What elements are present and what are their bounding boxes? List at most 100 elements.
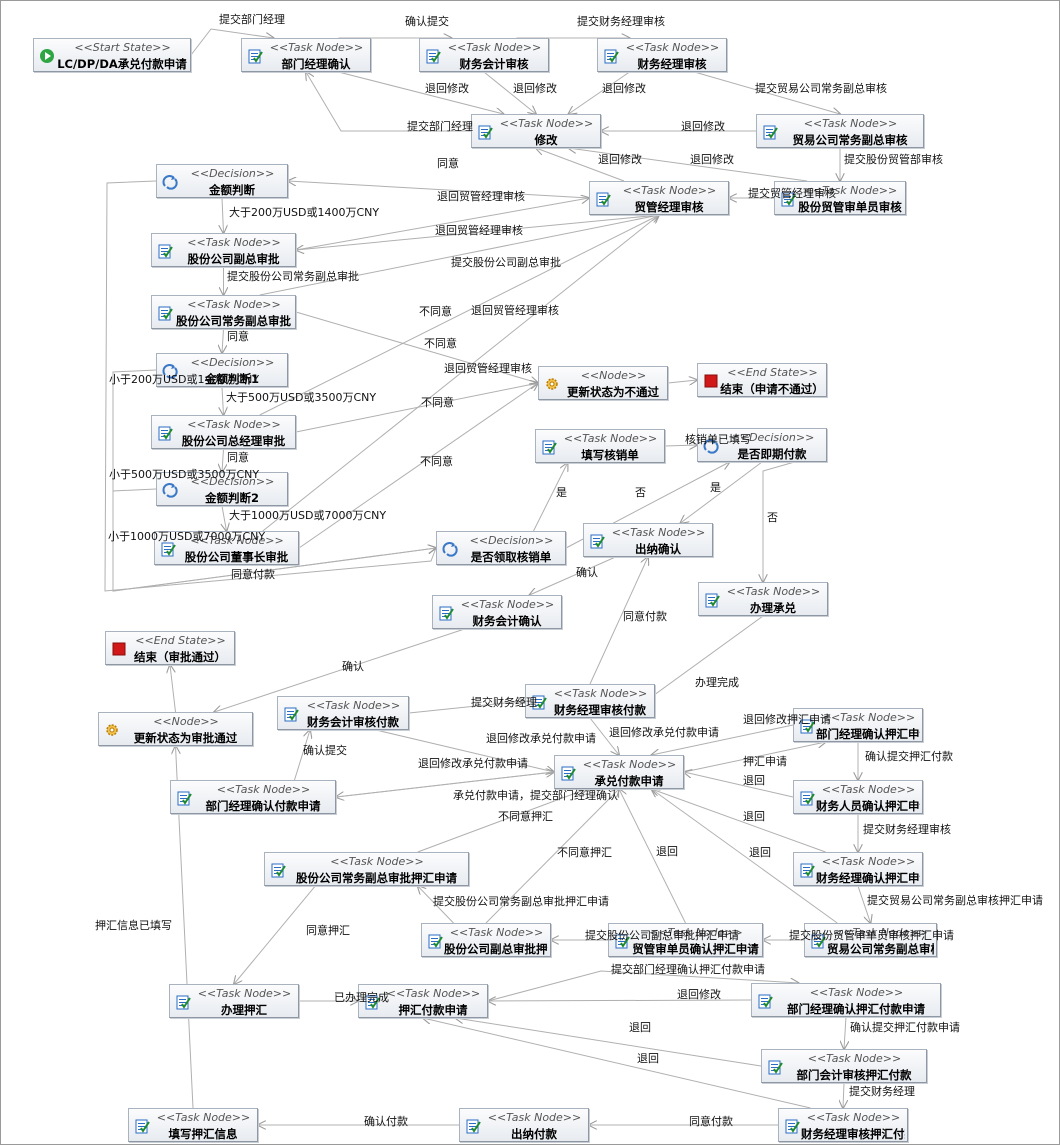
task-node-dept-confirm[interactable]: <<Task Node>>部门经理确认	[241, 38, 371, 72]
task-node-fin-acct-pay-review[interactable]: <<Task Node>>财务会计审核付款	[277, 696, 409, 730]
transition-edge[interactable]	[619, 789, 686, 924]
transition-edge[interactable]	[694, 71, 841, 114]
transition-edge[interactable]	[338, 71, 504, 114]
transition-edge[interactable]	[408, 701, 525, 714]
task-node-accept-pay-apply[interactable]: <<Task Node>>承兑付款申请	[554, 755, 684, 789]
transition-edge[interactable]	[222, 197, 224, 233]
task-node-cashier-confirm[interactable]: <<Task Node>>出纳确认	[583, 523, 713, 557]
transition-edge[interactable]	[222, 386, 224, 415]
task-node-fin-acct-confirm[interactable]: <<Task Node>>财务会计确认	[432, 595, 562, 629]
transition-edge[interactable]	[485, 789, 619, 924]
transition-edge[interactable]	[589, 557, 648, 685]
task-node-fin-mgr-confirm-nego[interactable]: <<Task Node>>财务经理确认押汇申请	[793, 852, 923, 886]
transition-edge[interactable]	[262, 215, 659, 532]
transition-edge[interactable]	[652, 724, 794, 755]
node-node-update-reject[interactable]: <<Node>>更新状态为不通过	[538, 366, 668, 400]
transition-edge[interactable]	[296, 214, 660, 250]
task-node-cashier-pay[interactable]: <<Task Node>>出纳付款	[459, 1108, 589, 1142]
end-node-end-approved[interactable]: <<End State>>结束（审批通过）	[105, 631, 235, 665]
transition-edge[interactable]	[423, 1018, 811, 1109]
transition-edge[interactable]	[375, 729, 554, 772]
transition-edge[interactable]	[417, 789, 587, 853]
task-node-fin-staff-confirm-nego[interactable]: <<Task Node>>财务人员确认押汇申请	[793, 780, 923, 814]
transition-edge[interactable]	[288, 181, 590, 199]
transition-edge[interactable]	[336, 771, 555, 797]
transition-edge[interactable]	[298, 383, 538, 549]
task-node-share-trade-review[interactable]: <<Task Node>>股份贸管审单员审核	[774, 181, 906, 215]
task-node-dept-confirm-pay[interactable]: <<Task Node>>部门经理确认付款申请	[170, 780, 336, 814]
task-node-handle-nego[interactable]: <<Task Node>>办理押汇	[169, 984, 299, 1018]
transition-edge[interactable]	[667, 380, 697, 383]
transition-edge[interactable]	[857, 885, 871, 923]
transition-edge[interactable]	[456, 1018, 762, 1067]
decision-node-need-writeoff[interactable]: <<Decision>>是否领取核销单	[436, 531, 566, 565]
transition-edge[interactable]	[533, 463, 568, 532]
task-node-handle-accept[interactable]: <<Task Node>>办理承兑	[698, 582, 828, 616]
decision-node-amount-judge1[interactable]: <<Decision>>金额判断1	[156, 353, 288, 387]
transition-edge[interactable]	[295, 198, 589, 251]
task-node-trade-clerk-nego[interactable]: <<Task Node>>贸管审单员确认押汇申请	[608, 923, 763, 957]
transition-edge[interactable]	[259, 215, 659, 296]
task-node-trade-vp-nego[interactable]: <<Task Node>>贸易公司常务副总审核押汇申请	[804, 923, 937, 957]
transition-edge[interactable]	[112, 488, 436, 592]
task-node-icon	[271, 863, 286, 878]
transition-edge[interactable]	[530, 556, 616, 595]
task-node-fin-acct-review[interactable]: <<Task Node>>财务会计审核	[419, 38, 549, 72]
transition-edge[interactable]	[295, 311, 538, 383]
task-node-share-gm-approve[interactable]: <<Task Node>>股份公司总经理审批	[151, 415, 296, 449]
transition-edge[interactable]	[234, 885, 316, 984]
transition-edge[interactable]	[487, 970, 799, 1002]
transition-edge[interactable]	[222, 505, 227, 531]
task-node-trade-vp-review[interactable]: <<Task Node>>贸易公司常务副总审核	[756, 114, 924, 148]
task-node-share-chair-approve[interactable]: <<Task Node>>股份公司董事长审批	[154, 531, 299, 565]
transition-edge[interactable]	[684, 772, 794, 798]
transition-edge[interactable]	[763, 461, 795, 582]
end-node-end-reject[interactable]: <<End State>>结束（申请不通过）	[697, 363, 827, 397]
task-node-fill-writeoff[interactable]: <<Task Node>>填写核销单	[535, 429, 665, 463]
task-node-trade-mgr-review[interactable]: <<Task Node>>贸管经理审核	[589, 181, 729, 215]
transition-edge[interactable]	[569, 148, 808, 182]
transition-edge[interactable]	[222, 328, 224, 353]
task-node-share-exec-vp-nego[interactable]: <<Task Node>>股份公司常务副总审批押汇申请	[264, 852, 469, 886]
task-node-share-vp-nego[interactable]: <<Task Node>>股份公司副总审批押汇申请	[421, 923, 551, 957]
task-node-fin-mgr-nego-pay[interactable]: <<Task Node>>财务经理审核押汇付款	[778, 1108, 908, 1142]
transition-edge[interactable]	[589, 717, 619, 755]
transition-edge[interactable]	[652, 789, 826, 853]
task-node-share-exec-vp-approve[interactable]: <<Task Node>>股份公司常务副总审批	[151, 295, 296, 329]
transition-edge[interactable]	[569, 71, 630, 114]
transition-edge[interactable]	[418, 886, 454, 924]
node-node-update-approved[interactable]: <<Node>>更新状态为审批通过	[98, 712, 253, 746]
transition-edge[interactable]	[483, 71, 536, 114]
transition-edge[interactable]	[190, 28, 274, 56]
node-stereotype: <<Task Node>>	[649, 926, 743, 939]
transition-edge[interactable]	[294, 730, 311, 781]
transition-edge[interactable]	[222, 448, 224, 472]
decision-node-amount-judge2[interactable]: <<Decision>>金额判断2	[156, 472, 288, 506]
task-node-fin-mgr-review[interactable]: <<Task Node>>财务经理审核	[597, 38, 727, 72]
transition-edge[interactable]	[259, 215, 659, 416]
task-node-modify[interactable]: <<Task Node>>修改	[471, 114, 601, 148]
start-node-start[interactable]: <<Start State>>LC/DP/DA承兑付款申请	[33, 38, 191, 72]
transition-edge[interactable]	[652, 789, 838, 924]
decision-node-is-immediate-pay[interactable]: <<Decision>>是否即期付款	[697, 428, 827, 462]
decision-node-amount-judge[interactable]: <<Decision>>金额判断	[156, 164, 288, 198]
transition-edge[interactable]	[664, 445, 697, 446]
transition-edge[interactable]	[844, 1016, 846, 1049]
transition-edge[interactable]	[488, 1000, 752, 1001]
task-node-dept-acct-nego-pay[interactable]: <<Task Node>>部门会计审核押汇付款	[761, 1049, 927, 1083]
transition-edge[interactable]	[214, 628, 465, 712]
task-node-nego-pay-apply[interactable]: <<Task Node>>押汇付款申请	[358, 984, 488, 1018]
transition-edge[interactable]	[843, 1082, 844, 1108]
task-node-fill-nego-info[interactable]: <<Task Node>>填写押汇信息	[128, 1108, 258, 1142]
transition-edge[interactable]	[306, 72, 471, 132]
transition-edge[interactable]	[683, 742, 826, 773]
transition-edge[interactable]	[681, 461, 763, 523]
task-node-fin-mgr-pay-review[interactable]: <<Task Node>>财务经理审核付款	[525, 684, 655, 718]
task-node-share-vp-approve[interactable]: <<Task Node>>股份公司副总审批	[151, 233, 296, 267]
transition-edge[interactable]	[104, 180, 436, 592]
gear-icon	[546, 378, 558, 390]
task-node-dept-confirm-nego[interactable]: <<Task Node>>部门经理确认押汇申请	[793, 708, 923, 742]
transition-edge[interactable]	[536, 148, 625, 182]
task-node-dept-confirm-nego-pay[interactable]: <<Task Node>>部门经理确认押汇付款申请	[751, 983, 941, 1017]
transition-edge[interactable]	[170, 665, 176, 713]
